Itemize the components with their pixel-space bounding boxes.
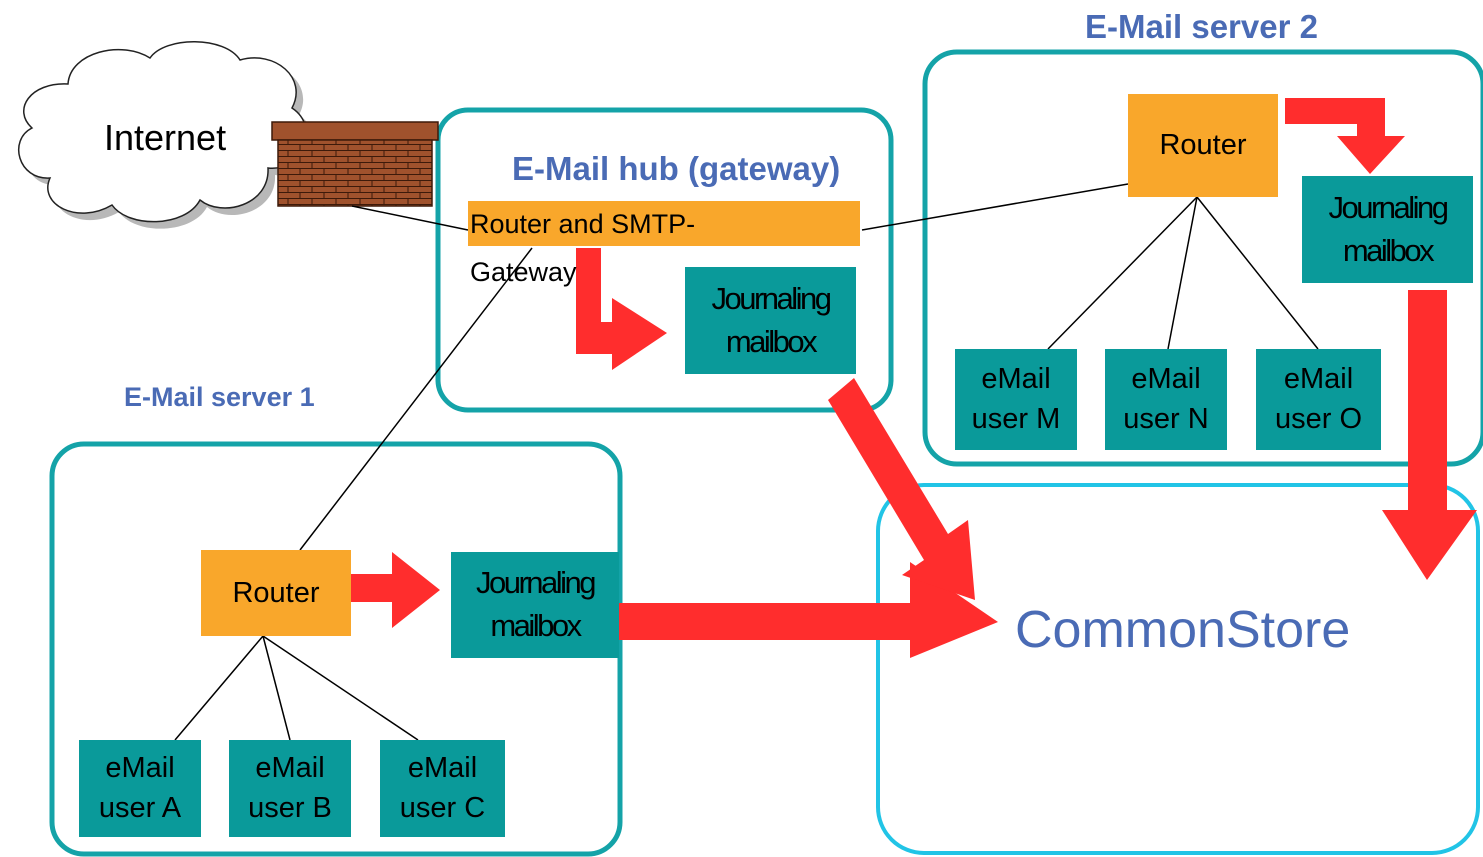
server2-journal-line1: Journaling <box>1328 189 1449 225</box>
server2-user-n: eMail user N <box>1105 349 1227 450</box>
commonstore-container <box>876 483 1480 855</box>
commonstore-label: CommonStore <box>1015 601 1351 659</box>
user-m-line1: eMail <box>981 363 1051 396</box>
server2-journal-line2: mailbox <box>1342 232 1435 268</box>
internet-cloud-icon <box>17 41 314 229</box>
email-server-2-title: E-Mail server 2 <box>1085 8 1318 45</box>
server1-user-c: eMail user C <box>380 740 505 837</box>
hub-journal-line1: Journaling <box>711 280 832 316</box>
user-a-line2: user A <box>98 791 182 824</box>
user-n-line2: user N <box>1123 402 1209 435</box>
hub-router-label-line1: Router and SMTP- <box>470 209 696 239</box>
email-server-1-title: E-Mail server 1 <box>124 382 315 412</box>
user-o-line1: eMail <box>1283 363 1354 396</box>
hub-router-label-line2: Gateway <box>470 257 577 287</box>
server2-journaling-mailbox: Journaling mailbox <box>1302 176 1473 283</box>
user-c-line1: eMail <box>407 752 478 785</box>
arrow-router1-to-journal1 <box>348 552 440 628</box>
hub-journaling-mailbox: Journaling mailbox <box>685 267 856 374</box>
server1-journal-line1: Journaling <box>475 565 597 601</box>
server1-user-b: eMail user B <box>229 740 351 837</box>
arrow-journal2-to-commonstore <box>1382 290 1477 580</box>
user-n-line1: eMail <box>1131 363 1201 396</box>
server1-journaling-mailbox: Journaling mailbox <box>451 552 619 658</box>
internet-label: Internet <box>104 117 227 158</box>
server1-journal-line2: mailbox <box>490 608 582 643</box>
network-connections <box>174 183 1319 741</box>
email-hub-container <box>435 107 894 413</box>
user-o-line2: user O <box>1274 402 1363 435</box>
user-a-line1: eMail <box>105 752 175 785</box>
firewall-icon <box>271 121 439 207</box>
user-b-line1: eMail <box>255 752 325 785</box>
arrow-hub-journal-to-commonstore <box>828 378 975 600</box>
arrow-router2-to-journal2 <box>1285 98 1405 174</box>
server2-user-m: eMail user M <box>955 349 1077 450</box>
arrow-hub-router-to-journal <box>576 248 667 370</box>
email-server-2-container <box>922 49 1483 467</box>
user-b-line2: user B <box>248 791 332 824</box>
email-server-1-container <box>49 441 623 857</box>
server2-router: Router <box>1128 94 1278 197</box>
server1-user-a: eMail user A <box>79 740 201 837</box>
hub-router-smtp-gateway <box>468 201 860 246</box>
server1-router: Router <box>201 550 351 636</box>
email-hub-title: E-Mail hub (gateway) <box>512 150 841 187</box>
user-m-line2: user M <box>971 402 1061 435</box>
user-c-line2: user C <box>399 791 486 824</box>
server2-user-o: eMail user O <box>1256 349 1381 450</box>
arrow-journal1-to-commonstore <box>608 562 998 658</box>
hub-journal-line2: mailbox <box>725 323 818 359</box>
